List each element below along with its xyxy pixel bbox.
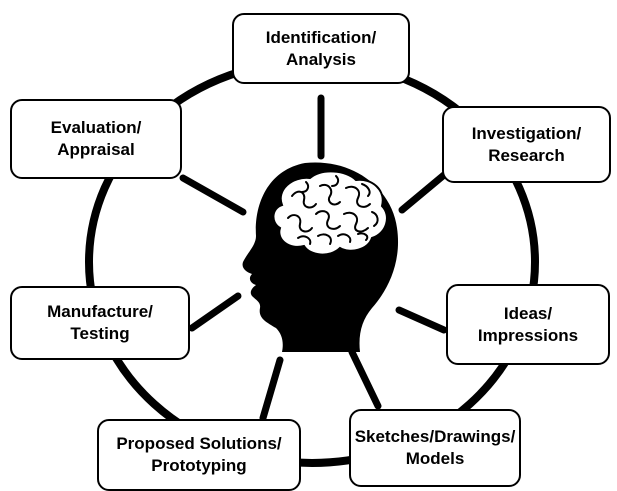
brain-folds bbox=[287, 175, 379, 245]
spoke-ideas bbox=[395, 306, 448, 334]
node-sketches-drawings-models: Sketches/Drawings/ Models bbox=[349, 409, 521, 487]
spokes bbox=[179, 94, 448, 422]
node-evaluation-appraisal: Evaluation/ Appraisal bbox=[10, 99, 182, 179]
spoke-sketches bbox=[348, 348, 382, 410]
node-ideas-impressions: Ideas/ Impressions bbox=[446, 284, 610, 365]
spoke-manufacture bbox=[188, 292, 242, 332]
head-with-brain-icon bbox=[242, 162, 399, 352]
spoke-evaluation bbox=[179, 174, 247, 216]
node-manufacture-testing: Manufacture/ Testing bbox=[10, 286, 190, 360]
node-proposed-solutions-prototyping: Proposed Solutions/ Prototyping bbox=[97, 419, 301, 491]
node-investigation-research: Investigation/ Research bbox=[442, 106, 611, 183]
node-identification-analysis: Identification/ Analysis bbox=[232, 13, 410, 84]
spoke-investigation bbox=[398, 171, 448, 214]
spoke-proposed bbox=[259, 356, 284, 422]
